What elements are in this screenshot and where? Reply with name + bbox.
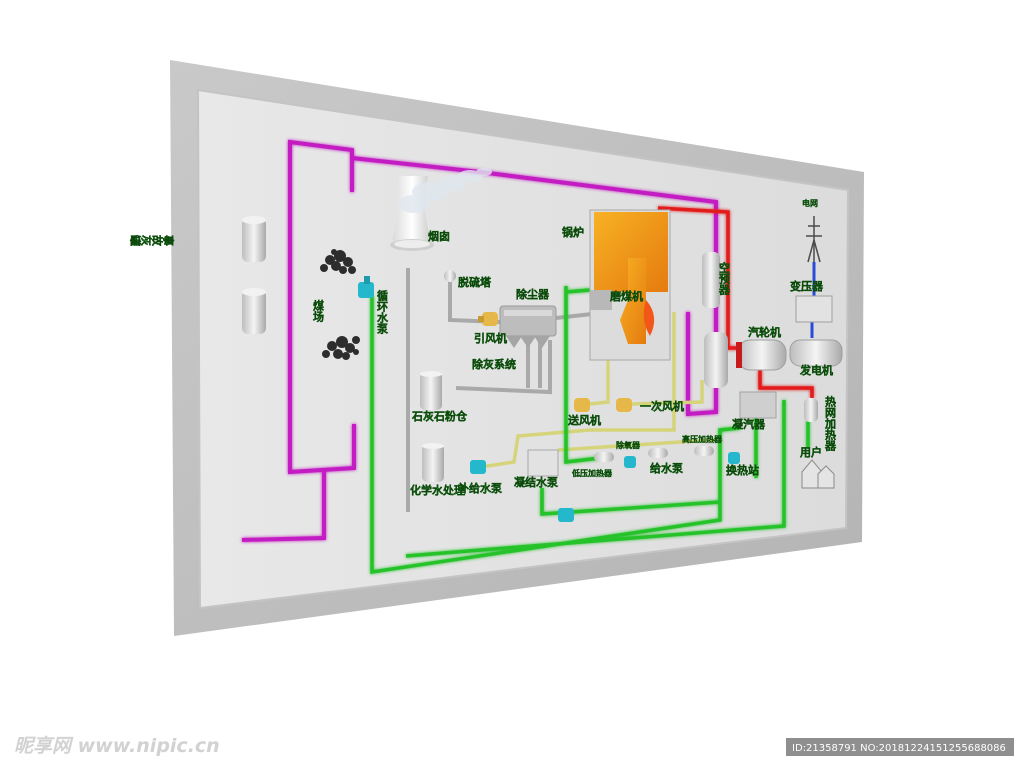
label-hp-heater: 高压加热器 bbox=[682, 434, 723, 444]
deaerator-box bbox=[527, 449, 559, 477]
label-transformer: 变压器 bbox=[790, 279, 824, 293]
label-ash-removal: 除灰系统 bbox=[472, 357, 516, 371]
label-heater: 低压加热器 bbox=[571, 468, 613, 478]
label-coal-yard: 煤场 bbox=[312, 299, 325, 323]
ash-storage-tanks bbox=[242, 216, 266, 334]
feed-pump bbox=[624, 456, 636, 468]
heat-network-heater bbox=[804, 398, 818, 422]
label-lime-bin: 石灰石粉仓 bbox=[411, 409, 468, 423]
water-treatment-tank bbox=[422, 443, 444, 482]
generator bbox=[789, 339, 843, 367]
transformer bbox=[795, 295, 833, 323]
label-desulfur: 脱硫塔 bbox=[458, 275, 492, 289]
label-dust-collector: 除尘器 bbox=[516, 287, 550, 301]
smoke-plume bbox=[398, 168, 492, 213]
label-chimney: 烟囱 bbox=[428, 229, 450, 243]
display-panel bbox=[196, 88, 850, 610]
condenser bbox=[739, 391, 777, 419]
label-circ-pump: 循环水泵 bbox=[376, 289, 389, 335]
circulating-pump bbox=[358, 276, 374, 298]
label-grid: 电网 bbox=[802, 198, 818, 208]
label-primary-fan: 一次风机 bbox=[640, 399, 684, 413]
steam-turbine bbox=[736, 339, 787, 371]
desulfur-tower bbox=[444, 270, 456, 282]
label-condensate-pump: 凝结水泵 bbox=[514, 475, 558, 489]
coal-pile-lower bbox=[322, 336, 360, 360]
dust-collector bbox=[499, 305, 557, 348]
condensate-pump bbox=[728, 452, 740, 464]
makeup-pump bbox=[470, 460, 486, 474]
label-steam-turbine: 汽轮机 bbox=[748, 325, 781, 339]
watermark-id-bg bbox=[786, 738, 1014, 756]
label-makeup-pump: 补给水泵 bbox=[457, 481, 502, 495]
label-generator: 发电机 bbox=[799, 363, 833, 377]
label-ash-storage: 事故灰罐 bbox=[129, 234, 175, 248]
pipe-yellow bbox=[473, 312, 717, 470]
steam-separator bbox=[702, 252, 720, 308]
label-induced-fan: 引风机 bbox=[474, 331, 507, 345]
label-water-tank: 化学水处理 bbox=[410, 483, 465, 497]
label-air-preheater: 空预器 bbox=[718, 261, 732, 296]
primary-fan bbox=[616, 398, 632, 412]
air-preheater bbox=[704, 332, 728, 388]
pipe-green bbox=[370, 286, 810, 575]
label-boiler: 锅炉 bbox=[562, 225, 584, 239]
label-coal-mill: 磨煤机 bbox=[609, 289, 643, 303]
hp-heater bbox=[648, 448, 668, 458]
grid-tower bbox=[806, 216, 822, 263]
label-feed-pump: 给水泵 bbox=[650, 461, 683, 475]
label-user: 用户 bbox=[800, 445, 822, 459]
induced-fan bbox=[478, 312, 498, 326]
condensate-heater bbox=[694, 446, 714, 456]
boiler bbox=[589, 209, 671, 361]
pipe-red bbox=[657, 206, 814, 398]
labels: 事故灰罐 煤场 循环水泵 烟囱 脱硫塔 除尘器 引风机 除灰系统 石灰石粉仓 锅… bbox=[129, 198, 837, 497]
blower-fan bbox=[574, 398, 590, 412]
coal-pile-upper bbox=[320, 249, 356, 274]
label-heat-station: 换热站 bbox=[726, 463, 759, 477]
label-condenser: 凝汽器 bbox=[732, 417, 766, 431]
watermark-id: ID:21358791 NO:20181224151255688086 bbox=[792, 743, 1006, 754]
label-blower: 送风机 bbox=[567, 413, 601, 427]
label-deaerator: 除氧器 bbox=[616, 440, 641, 450]
low-pressure-heater bbox=[594, 452, 614, 462]
lime-silo bbox=[420, 371, 442, 410]
label-heat-network: 热网加热器 bbox=[824, 395, 838, 452]
watermark-site: 昵享网 www.nipic.cn bbox=[14, 735, 220, 757]
lower-pump bbox=[558, 508, 574, 522]
pipe-blue bbox=[810, 262, 816, 338]
user-house bbox=[801, 459, 835, 489]
